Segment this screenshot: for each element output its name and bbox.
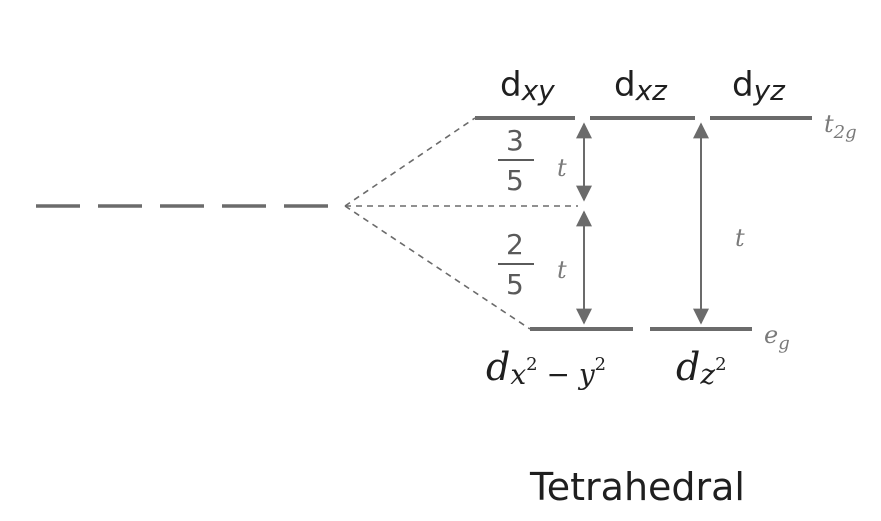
fraction-lower-num: 2 [506,228,524,261]
label-t2g: t2g [824,110,857,143]
symbol-t-total: t [735,224,745,252]
label-dxz: dxz [614,65,668,107]
symbol-t-lower: t [557,256,567,284]
label-dyz: dyz [732,65,786,107]
correlation-line-lower [344,205,531,330]
fraction-upper-den: 5 [506,164,524,197]
symbol-t-upper: t [557,154,567,182]
correlation-line-upper [344,117,476,207]
fraction-upper-num: 3 [506,124,524,157]
label-dz2: dz2 [676,345,727,391]
diagram-title: Tetrahedral [529,465,745,509]
label-eg: eg [764,321,790,354]
fraction-lower-den: 5 [506,268,524,301]
label-dx2-y2: dx2 − y2 [486,345,606,391]
label-dxy: dxy [500,65,555,107]
